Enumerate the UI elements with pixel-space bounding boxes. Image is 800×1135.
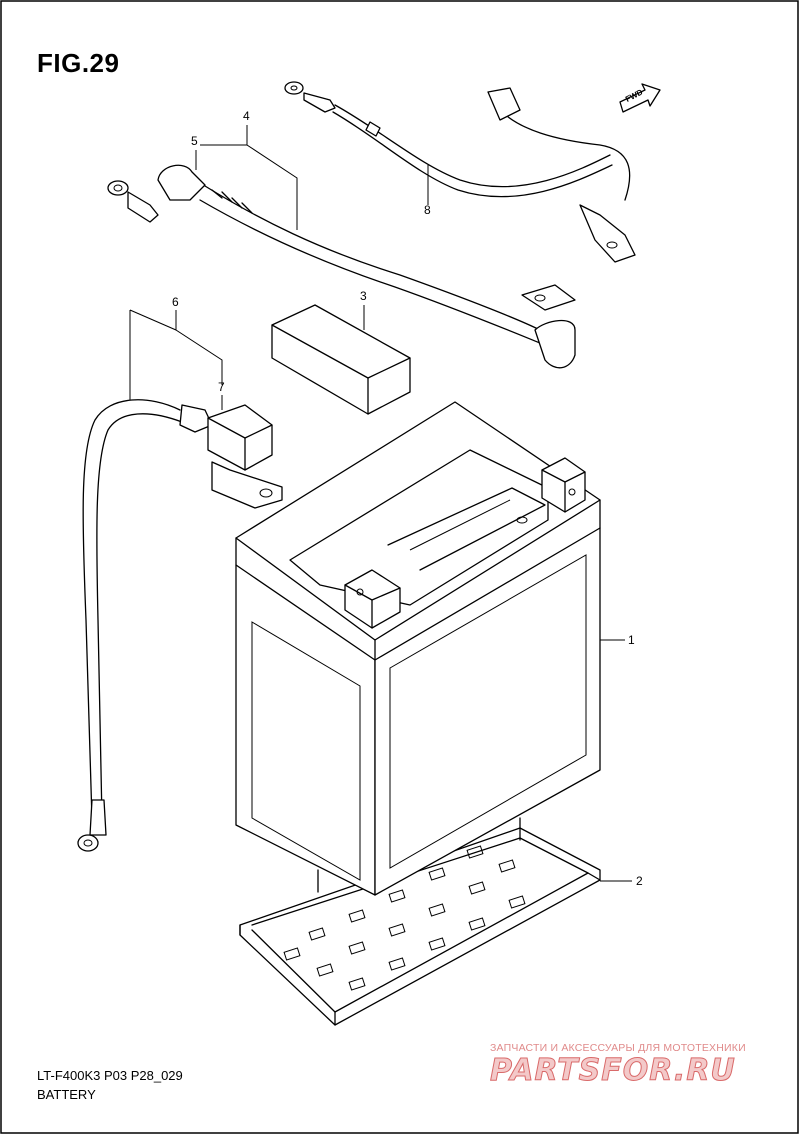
callout-4: 4	[243, 109, 250, 123]
positive-cable	[107, 164, 576, 369]
callout-8: 8	[424, 203, 431, 217]
callout-5: 5	[191, 134, 198, 148]
negative-cable	[77, 399, 283, 852]
callout-1: 1	[628, 633, 635, 647]
model-code: LT-F400K3 P03 P28_029	[37, 1068, 183, 1083]
watermark-tagline: ЗАПЧАСТИ И АКСЕССУАРЫ ДЛЯ МОТОТЕХНИКИ	[490, 1042, 746, 1054]
battery-pad	[271, 304, 411, 415]
wire-harness	[284, 81, 636, 263]
callout-6: 6	[172, 295, 179, 309]
watermark-logo: PARTSFOR.RU	[490, 1053, 736, 1089]
figure-title: FIG.29	[37, 48, 120, 78]
leader-lines	[129, 125, 632, 882]
callout-2: 2	[636, 874, 643, 888]
callout-3: 3	[360, 289, 367, 303]
terminal-positive	[541, 457, 586, 513]
section-name: BATTERY	[37, 1087, 96, 1102]
battery-body	[235, 401, 601, 896]
callout-7: 7	[218, 380, 225, 394]
battery-tray	[239, 827, 601, 1026]
terminal-negative	[344, 569, 401, 629]
fwd-arrow-icon	[619, 83, 661, 113]
